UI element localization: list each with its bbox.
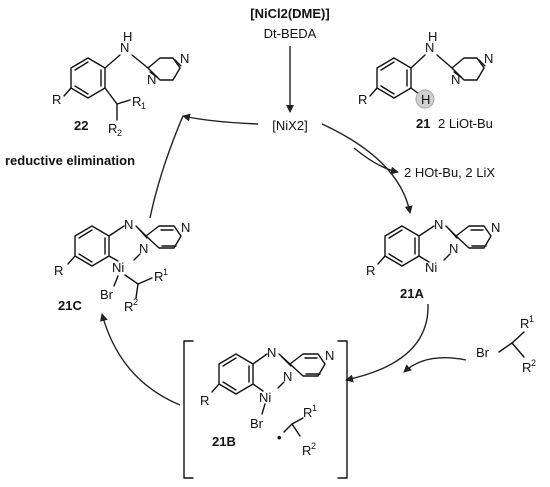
substituent-r1: R — [303, 405, 312, 420]
atom-label: N — [434, 217, 443, 232]
atom-label: N — [491, 220, 500, 235]
substituent-r2: R — [124, 299, 133, 314]
atom-label: N — [267, 345, 276, 360]
substituent-r: R — [200, 393, 209, 408]
compound-number: 21C — [58, 298, 82, 313]
alkyl-bromide-structure — [498, 331, 525, 358]
atom-label: N — [425, 40, 434, 55]
superscript-1: 1 — [312, 403, 317, 413]
cycle-arc-right-upper — [321, 123, 413, 214]
bracket-left — [183, 340, 194, 479]
nickel-center: Ni — [425, 260, 437, 275]
cycle-arc-right-lower — [345, 303, 429, 383]
highlighted-hydrogen-circle — [415, 89, 435, 109]
compound-21a-structure — [377, 225, 492, 267]
alkyl-bromide-arrow — [403, 357, 467, 373]
reductive-elimination-arrow — [182, 113, 259, 125]
atom-label: N — [449, 241, 458, 256]
superscript-2: 2 — [311, 441, 316, 451]
superscript-1: 1 — [163, 267, 168, 277]
substituent-r1: R — [520, 316, 529, 331]
base-label: 2 LiOt-Bu — [438, 116, 493, 131]
substituent-r1: R — [154, 269, 163, 284]
substituent-r2: R — [522, 360, 531, 375]
substituent-r: R — [366, 263, 375, 278]
atom-label: Br — [250, 416, 264, 431]
nickel-center: Ni — [112, 260, 124, 275]
substituent-r2: R — [302, 443, 311, 458]
compound-number: 21 — [416, 116, 430, 131]
bracket-right — [337, 340, 348, 479]
superscript-2: 2 — [531, 358, 536, 368]
catalyst-label: [NiCl2(DME)] — [250, 6, 329, 21]
superscript-2: 2 — [133, 297, 138, 307]
byproduct-arrow — [353, 147, 399, 175]
atom-label: Br — [476, 345, 490, 360]
compound-21b-structure — [211, 353, 326, 437]
atom-label: H — [123, 29, 132, 44]
nickel-center: Ni — [259, 390, 271, 405]
compound-21-structure — [369, 54, 486, 99]
substituent-r: R — [54, 263, 63, 278]
atom-label: N — [139, 241, 148, 256]
atom-label: N — [120, 40, 129, 55]
subscript-2: 2 — [117, 128, 122, 138]
reductive-elimination-label: reductive elimination — [5, 153, 135, 168]
atom-label: N — [180, 51, 189, 66]
substituent-r2: R — [108, 121, 117, 136]
atom-label: H — [421, 92, 430, 107]
cycle-arc-left-lower — [99, 313, 181, 406]
atom-label: N — [484, 51, 493, 66]
compound-number: 21A — [400, 286, 424, 301]
cycle-arc-left-upper — [149, 115, 184, 219]
atom-label: H — [428, 29, 437, 44]
atom-label: Br — [100, 287, 114, 302]
nix2-label: [NiX2] — [272, 118, 307, 133]
substituent-r: R — [358, 92, 367, 107]
atom-label: N — [124, 217, 133, 232]
substituent-r: R — [52, 92, 61, 107]
subscript-1: 1 — [141, 101, 146, 111]
compound-21c-structure — [67, 225, 182, 299]
atom-label: N — [451, 72, 460, 87]
compound-number: 21B — [212, 434, 236, 449]
atom-label: N — [147, 72, 156, 87]
compound-22-structure — [63, 54, 182, 121]
ligand-label: Dt-BEDA — [264, 26, 317, 41]
radical-dot: • — [277, 430, 282, 445]
compound-number: 22 — [74, 118, 88, 133]
byproducts-label: 2 HOt-Bu, 2 LiX — [404, 165, 495, 180]
superscript-1: 1 — [529, 314, 534, 324]
substituent-r1: R — [132, 94, 141, 109]
atom-label: N — [283, 369, 292, 384]
atom-label: N — [325, 348, 334, 363]
atom-label: N — [181, 220, 190, 235]
